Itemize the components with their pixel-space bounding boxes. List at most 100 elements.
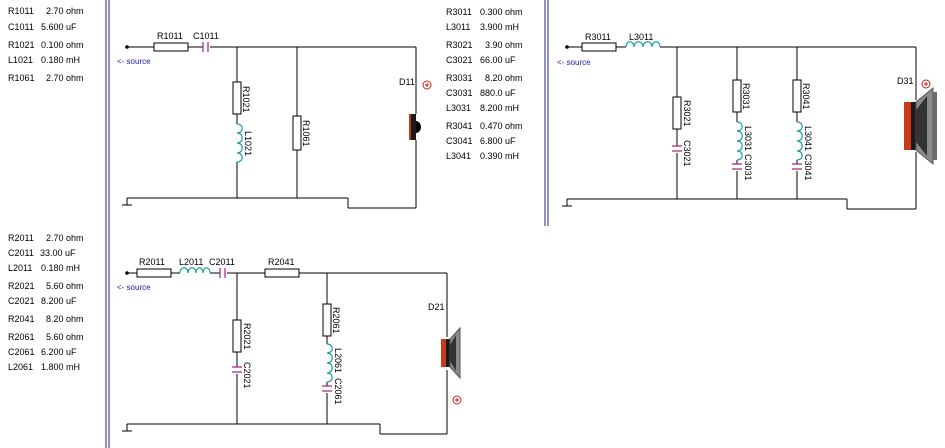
resistor-r2021 bbox=[232, 319, 242, 353]
driver-label: D31 bbox=[897, 76, 914, 86]
resistor-r1021 bbox=[232, 81, 242, 115]
value-amount: 880.0 uF bbox=[480, 88, 516, 98]
value-label: L2061 bbox=[8, 362, 33, 372]
value-label: R2021 bbox=[8, 281, 35, 291]
value-label: R3031 bbox=[446, 73, 473, 83]
value-label: C2021 bbox=[8, 296, 35, 306]
component-label: R2061 bbox=[331, 307, 341, 334]
value-amount: 0.300 ohm bbox=[480, 7, 523, 17]
source-label: <- source bbox=[557, 58, 591, 67]
value-label: L1021 bbox=[8, 55, 33, 65]
component-label: L2061 bbox=[333, 348, 343, 373]
value-label: R1061 bbox=[8, 73, 35, 83]
capacitor-c2021 bbox=[232, 366, 242, 373]
capacitor-c3031 bbox=[732, 163, 742, 170]
value-label: C2061 bbox=[8, 347, 35, 357]
capacitor-c2061 bbox=[322, 385, 332, 392]
tweeter-driver-d11 bbox=[409, 114, 421, 140]
wire bbox=[567, 46, 917, 210]
value-label: L2011 bbox=[8, 263, 32, 273]
component-label: C3041 bbox=[803, 154, 813, 181]
resistor-r3011 bbox=[581, 42, 617, 52]
value-label: R1011 bbox=[8, 6, 34, 16]
value-amount: 0.470 ohm bbox=[480, 121, 523, 131]
value-label: C3031 bbox=[446, 88, 473, 98]
component-label: L3031 bbox=[743, 126, 753, 151]
midrange-driver-d21 bbox=[441, 326, 461, 380]
value-list-d11: R1011 2.70 ohm C1011 5.600 uF R1021 0.10… bbox=[8, 6, 84, 83]
driver-label: D21 bbox=[428, 302, 445, 312]
value-amount: 5.60 ohm bbox=[46, 332, 84, 342]
component-label: C2061 bbox=[333, 378, 343, 405]
inductor-l3041 bbox=[796, 121, 803, 161]
component-label: R3041 bbox=[801, 83, 811, 110]
value-label: R1021 bbox=[8, 40, 35, 50]
value-amount: 8.200 mH bbox=[480, 103, 519, 113]
value-label: R3011 bbox=[446, 7, 472, 17]
component-label: R2021 bbox=[242, 323, 252, 350]
inductor-l2061 bbox=[326, 343, 333, 383]
source-terminal bbox=[125, 45, 129, 49]
value-amount: 5.60 ohm bbox=[46, 281, 84, 291]
component-label: C3031 bbox=[743, 154, 753, 181]
value-amount: 8.200 uF bbox=[41, 296, 77, 306]
value-label: L3031 bbox=[446, 103, 471, 113]
value-amount: 1.800 mH bbox=[41, 362, 80, 372]
value-label: C3021 bbox=[446, 55, 473, 65]
resistor-r3031 bbox=[732, 79, 742, 113]
value-amount: 66.00 uF bbox=[480, 55, 516, 65]
value-amount: 0.180 mH bbox=[41, 263, 80, 273]
panel-separator-right bbox=[544, 0, 549, 226]
value-amount: 8.20 ohm bbox=[46, 314, 84, 324]
component-label: L2011 bbox=[179, 257, 203, 267]
component-label: R3031 bbox=[741, 83, 751, 110]
component-label: L1021 bbox=[243, 131, 253, 156]
schematic-d11: <- source R1011 C1011 R1021 L1021 R1061 … bbox=[117, 31, 432, 209]
value-label: R2061 bbox=[8, 332, 35, 342]
resistor-r3021 bbox=[672, 96, 682, 130]
capacitor-c1011 bbox=[202, 42, 209, 52]
value-label: C2011 bbox=[8, 248, 34, 258]
ground-symbol bbox=[122, 198, 132, 206]
capacitor-c3041 bbox=[792, 163, 802, 170]
capacitor-c2011 bbox=[219, 268, 226, 278]
value-amount: 33.00 uF bbox=[40, 248, 76, 258]
value-label: C3041 bbox=[446, 136, 473, 146]
driver-label: D11 bbox=[399, 77, 415, 87]
resistor-r3041 bbox=[792, 79, 802, 113]
value-amount: 5.600 uF bbox=[41, 22, 77, 32]
component-label: C3021 bbox=[682, 140, 692, 167]
ground-symbol bbox=[122, 424, 132, 432]
resistor-r1061 bbox=[292, 115, 302, 151]
capacitor-c3021 bbox=[672, 145, 682, 152]
source-terminal bbox=[125, 271, 129, 275]
source-terminal bbox=[565, 45, 569, 49]
component-label: R1011 bbox=[157, 31, 183, 41]
resistor-r2041 bbox=[264, 268, 300, 278]
inductor-l3011 bbox=[625, 41, 661, 48]
component-label: R3021 bbox=[682, 100, 692, 127]
source-label: <- source bbox=[117, 57, 151, 66]
resistor-r2061 bbox=[322, 303, 332, 337]
ground-symbol bbox=[562, 199, 572, 207]
value-list-d21: R2011 2.70 ohm C2011 33.00 uF L2011 0.18… bbox=[8, 233, 84, 372]
value-amount: 0.390 mH bbox=[480, 151, 519, 161]
component-label: R1021 bbox=[241, 86, 251, 113]
value-list-d31: R3011 0.300 ohm L3011 3.900 mH R3021 3.9… bbox=[446, 7, 523, 161]
resistor-r2011 bbox=[136, 268, 172, 278]
schematic-d31: <- source R3011 L3011 R3021 C3021 R3031 … bbox=[557, 32, 937, 210]
value-amount: 2.70 ohm bbox=[46, 233, 84, 243]
polarity-plus-icon bbox=[422, 80, 432, 90]
component-label: R1061 bbox=[301, 120, 311, 147]
value-label: L3041 bbox=[446, 151, 471, 161]
component-label: R3011 bbox=[585, 32, 611, 42]
value-label: R2011 bbox=[8, 233, 34, 243]
value-label: R3021 bbox=[446, 40, 473, 50]
value-amount: 6.200 uF bbox=[41, 347, 77, 357]
value-label: R3041 bbox=[446, 121, 473, 131]
component-label: L3011 bbox=[629, 32, 653, 42]
inductor-l2011 bbox=[179, 267, 211, 274]
polarity-plus-icon bbox=[452, 395, 462, 405]
value-amount: 2.70 ohm bbox=[46, 73, 84, 83]
source-label: <- source bbox=[117, 283, 151, 292]
